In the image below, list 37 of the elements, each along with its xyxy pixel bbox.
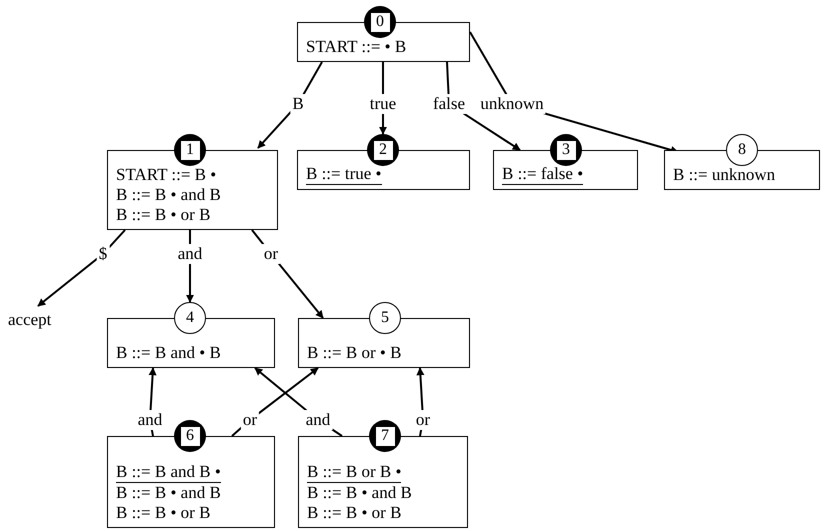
item-text: B ::= B or B •	[307, 462, 402, 483]
state-number-badge: 2	[367, 134, 399, 166]
state-number-badge: 3	[550, 134, 582, 166]
arrow	[251, 229, 324, 319]
state-number-badge: 1	[174, 134, 206, 166]
edge-label: B	[290, 94, 306, 114]
state-number-badge: 4	[174, 302, 206, 334]
state-number-badge: 8	[726, 134, 758, 166]
item-text: B ::= B • or B	[307, 503, 402, 523]
item-text: B ::= B • or B	[116, 205, 210, 225]
item-text: START ::= • B	[306, 37, 406, 57]
item-text: B ::= B • or B	[116, 503, 210, 523]
edge-label: and	[136, 410, 164, 430]
item-text: B ::= B • and B	[116, 185, 221, 205]
item-text: B ::= B and B •	[116, 462, 221, 483]
state-number-badge: 6	[174, 420, 206, 452]
edge-label: unknown	[478, 94, 546, 114]
item-text: B ::= B and • B	[116, 343, 221, 363]
edge-label: false	[430, 94, 468, 114]
edge-label: and	[304, 410, 332, 430]
state-number-badge: 7	[369, 420, 401, 452]
state-number-badge: 5	[369, 302, 401, 334]
item-text: B ::= B • and B	[307, 483, 412, 503]
arrow	[37, 229, 126, 307]
state-number-badge: 0	[364, 6, 396, 38]
item-text: B ::= unknown	[673, 165, 776, 185]
edge-label: or	[240, 410, 260, 430]
edge-label: or	[414, 410, 432, 430]
edge-label: true	[368, 94, 398, 114]
node-text: accept	[8, 309, 52, 331]
arrow	[257, 62, 323, 149]
arrow	[231, 367, 319, 437]
edge-label: and	[176, 244, 204, 264]
edge-label: or	[262, 244, 280, 264]
item-text: B ::= B or • B	[307, 343, 402, 363]
item-text: START ::= B •	[116, 165, 216, 185]
item-text: B ::= B • and B	[116, 483, 221, 503]
